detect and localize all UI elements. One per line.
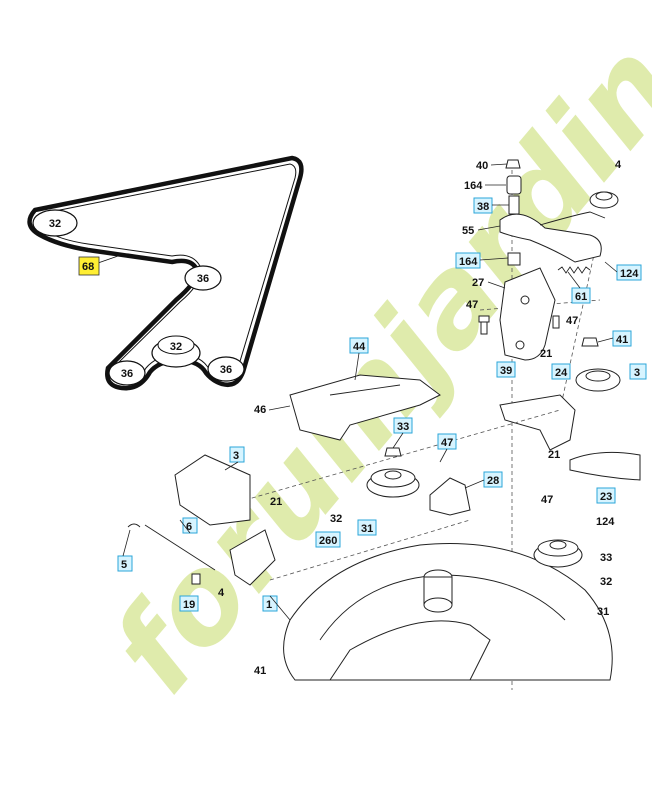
callout-41: 41	[254, 665, 266, 677]
callout-32: 32	[330, 513, 342, 525]
callout-3: 3	[233, 450, 239, 462]
callout-3-right: 3	[634, 367, 640, 379]
pulley-label: 36	[121, 368, 133, 380]
callout-31: 31	[597, 606, 609, 618]
callout-41: 41	[616, 334, 628, 346]
pulley-32-left: 32	[32, 209, 78, 237]
pulley-label: 36	[197, 273, 209, 285]
pulley-label: 32	[49, 218, 61, 230]
callout-23: 23	[600, 491, 612, 503]
callout-47: 47	[566, 315, 578, 327]
callout-1: 1	[266, 599, 272, 611]
callout-260: 260	[319, 535, 337, 547]
callout-46: 46	[254, 404, 266, 416]
pulley-label: 36	[220, 364, 232, 376]
callout-47: 47	[441, 437, 453, 449]
callout-44: 44	[353, 341, 366, 353]
callout-21: 21	[270, 496, 282, 508]
callout-4: 4	[218, 587, 225, 599]
callout-19: 19	[183, 599, 195, 611]
callout-6: 6	[186, 521, 192, 533]
callout-27: 27	[472, 277, 484, 289]
callout-55: 55	[462, 225, 474, 237]
callout-31: 31	[361, 523, 373, 535]
callout-39: 39	[500, 365, 512, 377]
callout-4-top: 4	[615, 159, 622, 171]
callout-33: 33	[600, 552, 612, 564]
callout-164: 164	[464, 180, 483, 192]
pulley-32-center: 32	[151, 335, 201, 368]
belt-callout: 68	[82, 261, 94, 273]
left-brackets	[127, 454, 276, 586]
callout-32: 32	[600, 576, 612, 588]
callout-24: 24	[555, 367, 568, 379]
callout-28: 28	[487, 475, 499, 487]
right-spindle-pulley	[533, 539, 583, 568]
callout-47: 47	[466, 299, 478, 311]
belt-cover	[289, 374, 441, 441]
bracket-28	[429, 477, 471, 516]
pulley-36-upper: 36	[184, 265, 222, 291]
callout-21: 21	[540, 348, 552, 360]
callout-61: 61	[575, 291, 587, 303]
idler-arm-assembly	[478, 159, 641, 690]
callout-5: 5	[121, 559, 127, 571]
callout-labels: 40 164 38 55 164 27 61 124 4 47 47 41 21…	[117, 159, 647, 677]
mower-deck	[244, 409, 613, 681]
pulley-label: 32	[170, 341, 182, 353]
callout-47: 47	[541, 494, 553, 506]
pulley-36-right-bottom: 36	[207, 356, 245, 382]
callout-164-box: 164	[459, 256, 478, 268]
callout-38: 38	[477, 201, 489, 213]
pulley-36-left-bottom: 36	[108, 360, 146, 386]
callout-33: 33	[397, 421, 409, 433]
center-pulley	[366, 447, 420, 498]
callout-40: 40	[476, 160, 488, 172]
belt-routing-inset: 32 36 32 36 36 68	[27, 155, 304, 391]
leader-lines	[122, 163, 618, 621]
drive-belt	[27, 155, 304, 391]
callout-124: 124	[596, 516, 615, 528]
callout-21: 21	[548, 449, 560, 461]
callout-124: 124	[620, 268, 639, 280]
